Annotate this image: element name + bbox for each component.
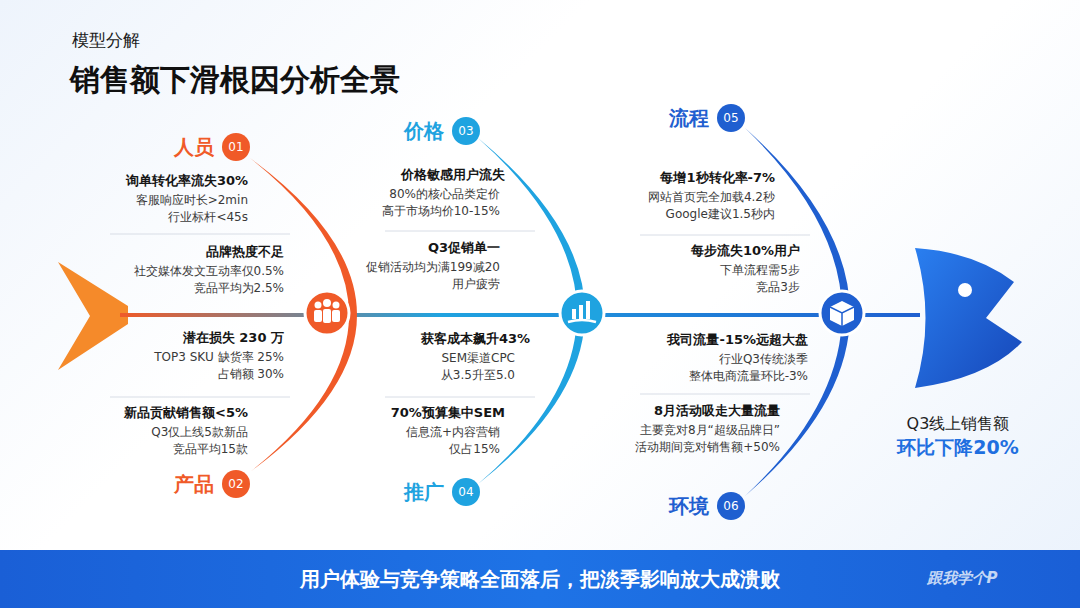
cause-heading: 每增1秒转化率-7%	[660, 170, 775, 186]
category-number: 04	[452, 478, 480, 506]
category-name: 产品	[174, 471, 214, 498]
category-number: 06	[717, 492, 745, 520]
category-marker: 产品 02	[174, 470, 250, 498]
cause-heading: 每步流失10%用户	[691, 243, 800, 259]
fish-tail	[58, 262, 128, 370]
category-name: 人员	[174, 134, 214, 161]
category-marker: 流程 05	[669, 104, 745, 132]
cause-detail: TOP3 SKU 缺货率 25%	[154, 350, 284, 364]
conclusion-band: 用户体验与竞争策略全面落后，把淡季影响放大成溃败	[0, 550, 1080, 608]
category-marker: 环境 06	[669, 492, 745, 520]
category-name: 流程	[669, 105, 709, 132]
cause-detail: 主要竞对8月“超级品牌日”	[640, 423, 780, 437]
conclusion-text: 用户体验与竞争策略全面落后，把淡季影响放大成溃败	[300, 566, 780, 593]
category-number: 03	[452, 117, 480, 145]
watermark: 跟我学个P	[927, 569, 998, 587]
fish-eye	[958, 283, 972, 297]
cause-detail: 占销额 30%	[218, 367, 285, 381]
fish-spine	[120, 313, 920, 317]
cause-detail: 高于市场均价10-15%	[382, 204, 500, 218]
category-number: 02	[222, 470, 250, 498]
cause-detail: 社交媒体发文互动率仅0.5%	[134, 264, 285, 278]
people-icon	[305, 291, 349, 335]
category-marker: 人员 01	[174, 133, 250, 161]
fish-head	[915, 248, 1022, 388]
cause-detail: 信息流+内容营销	[406, 425, 500, 439]
cause-heading: 询单转化率流失30%	[126, 173, 248, 189]
cause-detail: 行业Q3传统淡季	[719, 352, 808, 366]
cause-heading: 获客成本飙升43%	[421, 331, 530, 347]
cause-heading: 我司流量-15%远超大盘	[667, 332, 808, 348]
cause-detail: 客服响应时长>2min	[136, 193, 248, 207]
cause-detail: 促销活动均为满199减20	[366, 260, 500, 274]
section-tag: 模型分解	[72, 30, 140, 50]
cause-detail: Q3仅上线5款新品	[151, 425, 248, 439]
cause-detail: 竞品平均15款	[173, 442, 248, 456]
cause-detail: 竞品平均为2.5%	[194, 281, 285, 295]
cause-detail: SEM渠道CPC	[441, 351, 515, 365]
cause-detail: 从3.5升至5.0	[441, 368, 515, 382]
divider-lines	[110, 231, 810, 397]
cause-detail: 网站首页完全加载4.2秒	[648, 190, 775, 204]
cause-detail: 用户疲劳	[452, 277, 500, 291]
cause-detail: 整体电商流量环比-3%	[689, 369, 808, 383]
cause-heading: 新品贡献销售额<5%	[124, 405, 248, 421]
bone-arc	[250, 158, 357, 472]
cause-detail: 行业标杆<45s	[168, 210, 248, 224]
category-name: 价格	[404, 118, 444, 145]
cause-detail: Google建议1.5秒内	[666, 207, 775, 221]
cause-heading: 8月活动吸走大量流量	[654, 403, 780, 419]
effect-label: Q3线上销售额	[907, 414, 1010, 433]
category-number: 01	[222, 133, 250, 161]
cause-detail: 80%的核心品类定价	[389, 187, 500, 201]
box-icon	[820, 291, 864, 335]
cause-heading: Q3促销单一	[428, 240, 500, 256]
cause-heading: 70%预算集中SEM	[391, 405, 505, 421]
page-title: 销售额下滑根因分析全景	[70, 60, 400, 101]
category-name: 环境	[669, 493, 709, 520]
cause-heading: 价格敏感用户流失	[401, 167, 505, 183]
category-name: 推广	[404, 479, 444, 506]
chart-icon	[560, 291, 604, 335]
category-number: 05	[717, 104, 745, 132]
cause-heading: 品牌热度不足	[206, 244, 284, 260]
cause-detail: 仅占15%	[449, 442, 500, 456]
category-marker: 推广 04	[404, 478, 480, 506]
effect-value: 环比下降20%	[897, 436, 1018, 459]
cause-detail: 下单流程需5步	[720, 263, 800, 277]
category-marker: 价格 03	[404, 117, 480, 145]
cause-detail: 活动期间竞对销售额+50%	[635, 440, 780, 454]
cause-heading: 潜在损失 230 万	[183, 330, 284, 346]
cause-detail: 竞品3步	[756, 280, 800, 294]
